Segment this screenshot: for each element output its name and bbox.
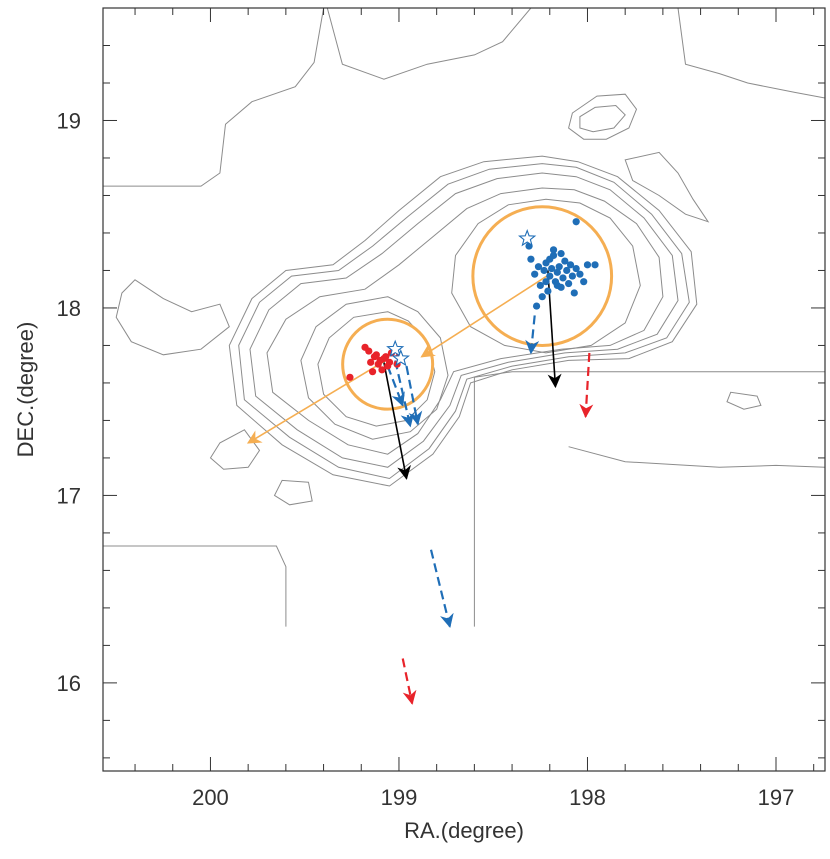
blue-point-25 (591, 261, 599, 269)
blue-arrow-6 (386, 365, 405, 407)
blue-point-23 (580, 278, 588, 286)
plot-frame (102, 7, 826, 772)
star-marker-0 (518, 229, 537, 247)
red-point-10 (367, 358, 375, 366)
blue-point-29 (557, 249, 565, 258)
contour-line-5 (300, 296, 449, 440)
tick-layer: 200 199 198 197 16 17 18 19 (57, 7, 825, 810)
x-axis-label: RA.(degree) (404, 818, 524, 843)
blue-point-2 (534, 263, 543, 271)
blue-point-30 (572, 218, 580, 226)
blue-point-18 (566, 261, 575, 269)
red-arrow-9 (579, 352, 594, 419)
contour-layer (103, 8, 825, 627)
red-point-13 (385, 358, 394, 366)
contour-line-1 (238, 163, 690, 480)
x-tick-label: 198 (569, 785, 606, 810)
red-arrow-10 (401, 658, 417, 705)
star-marker-1 (386, 339, 405, 357)
circle-layer (341, 205, 614, 411)
x-tick-label: 199 (381, 785, 418, 810)
blue-point-28 (549, 246, 558, 254)
blue-arrow-4 (525, 315, 540, 355)
contour-line-11 (209, 429, 261, 470)
blue-point-33 (542, 278, 550, 286)
y-tick-label: 19 (57, 108, 81, 133)
star-layer (386, 229, 537, 367)
star-marker-2 (391, 349, 410, 367)
red-point-15 (346, 373, 354, 381)
x-tick-label: 197 (758, 785, 795, 810)
blue-point-22 (576, 270, 584, 278)
contour-line-12 (273, 479, 313, 506)
contour-line-2 (249, 172, 679, 468)
contour-line-7 (568, 93, 638, 140)
blue-point-27 (538, 293, 546, 301)
boundary-line-4 (473, 371, 825, 627)
blue-arrow-8 (429, 549, 454, 629)
red-point-6 (368, 368, 377, 376)
contour-line-10 (115, 279, 230, 356)
blue-point-6 (544, 287, 552, 295)
blue-point-20 (570, 289, 578, 297)
blue-point-11 (553, 268, 561, 276)
boundary-line-5 (568, 446, 825, 468)
blue-point-31 (527, 255, 535, 263)
blue-arrow-7 (405, 365, 423, 426)
contour-line-0 (228, 155, 698, 487)
blue-point-8 (548, 264, 556, 273)
contour-line-4 (451, 198, 641, 354)
blue-point-34 (546, 255, 554, 263)
axis-layer (102, 7, 826, 772)
blue-point-1 (531, 270, 539, 278)
blue-point-24 (583, 261, 592, 269)
blue-point-32 (553, 281, 561, 290)
x-tick-label: 200 (192, 785, 229, 810)
blue-point-4 (540, 266, 548, 275)
blue-point-19 (568, 272, 576, 280)
blue-point-3 (536, 281, 544, 290)
boundary-line-0 (103, 8, 325, 187)
arrow-layer (246, 270, 594, 705)
y-axis-label: DEC.(degree) (13, 322, 38, 458)
boundary-line-2 (677, 8, 825, 99)
blue-point-15 (561, 257, 569, 265)
blue-point-26 (532, 302, 541, 310)
boundary-line-1 (326, 8, 532, 80)
y-tick-label: 18 (57, 296, 81, 321)
blue-point-7 (546, 272, 554, 280)
blue-point-16 (563, 266, 571, 275)
y-tick-label: 16 (57, 671, 81, 696)
red-point-12 (372, 351, 380, 359)
contour-line-8 (579, 104, 626, 133)
contour-line-13 (726, 391, 762, 410)
boundary-line-3 (103, 545, 287, 627)
red-point-11 (378, 366, 386, 374)
left-circle (341, 317, 435, 411)
blue-point-17 (565, 279, 573, 288)
blue-point-14 (559, 274, 567, 282)
point-layer (346, 218, 599, 381)
blue-point-21 (572, 264, 580, 273)
contour-line-9 (624, 151, 710, 223)
y-tick-label: 17 (57, 483, 81, 508)
red-point-7 (376, 356, 384, 365)
orange-arrow-3 (246, 359, 387, 444)
red-point-17 (365, 347, 373, 355)
blue-point-12 (555, 263, 563, 271)
red-point-9 (382, 353, 390, 361)
contour-line-3 (266, 187, 664, 455)
orange-arrow-2 (420, 273, 551, 358)
black-arrow-1 (383, 362, 411, 480)
right-circle (471, 205, 614, 347)
